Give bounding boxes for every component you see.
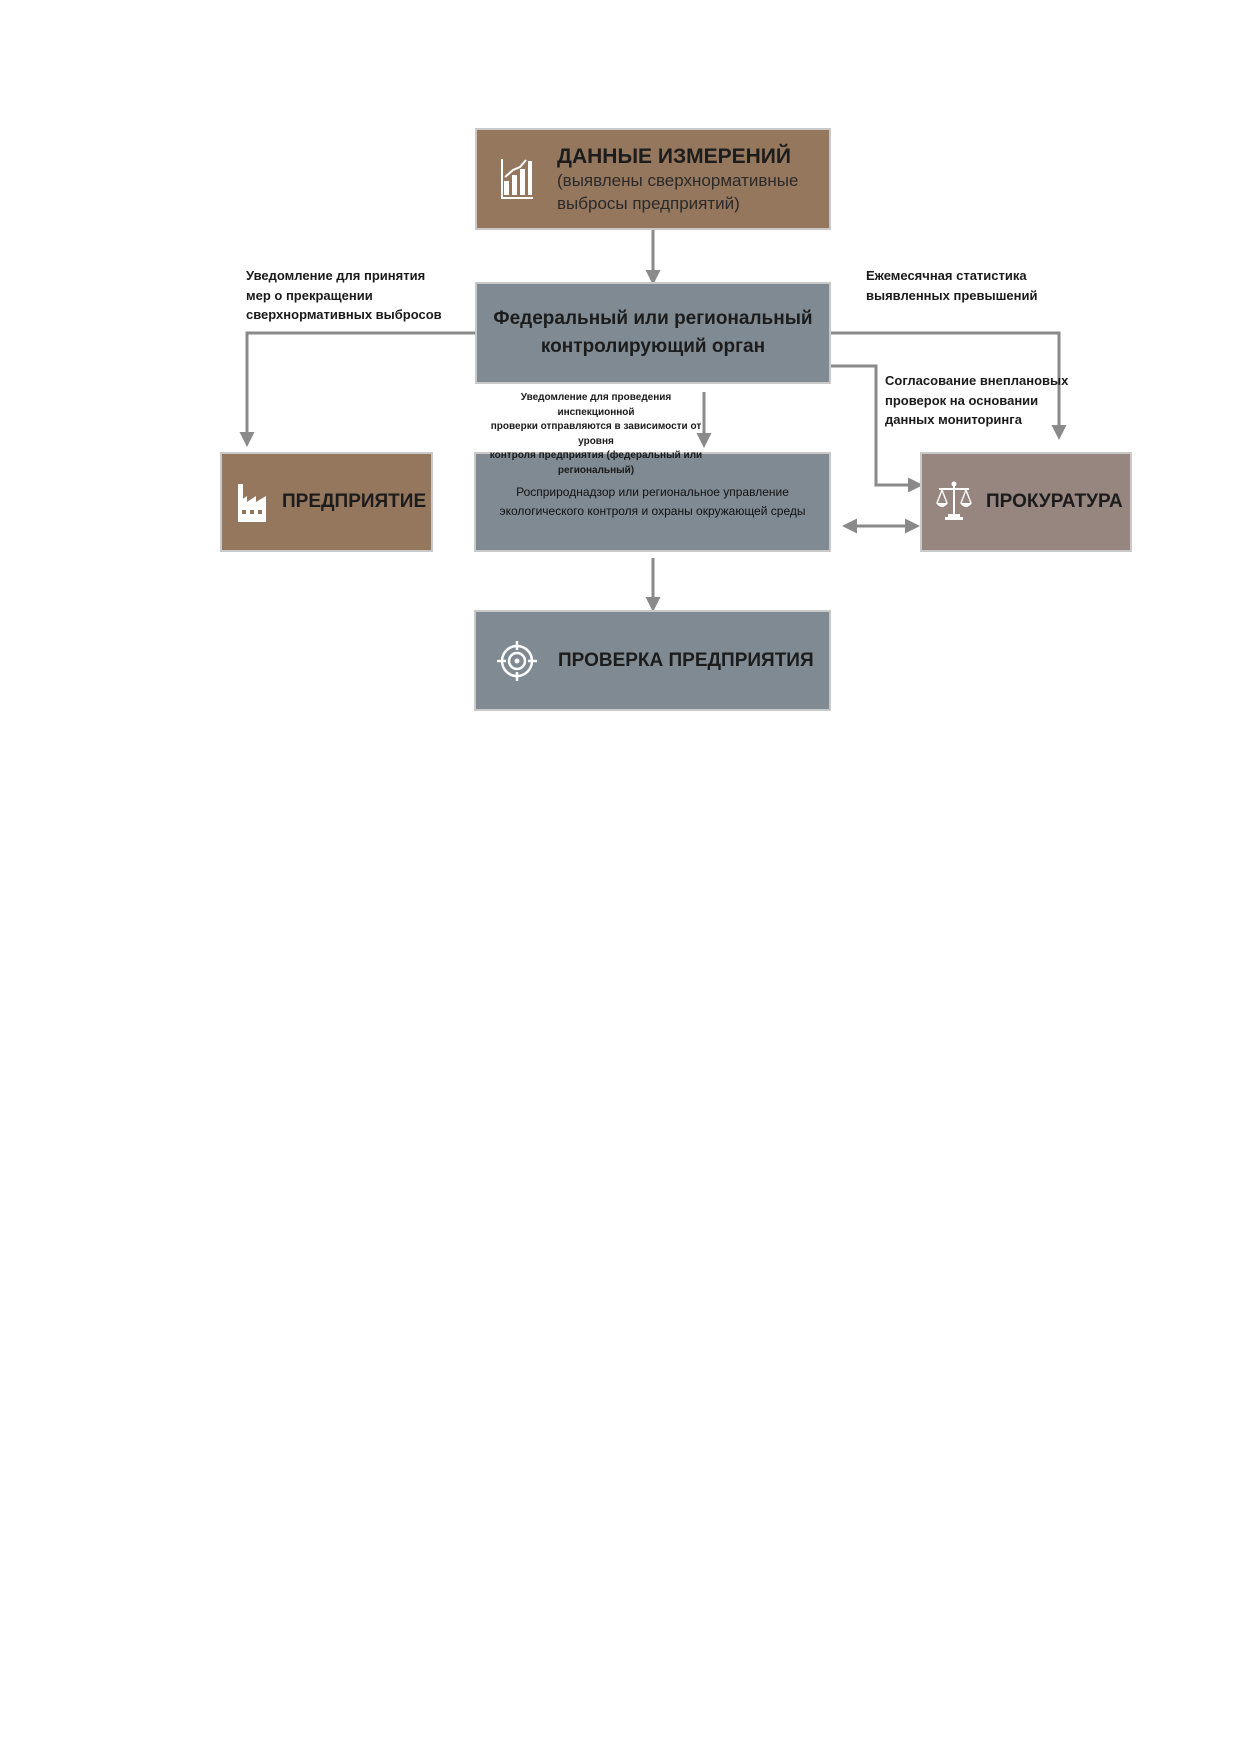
note-approval-line-3: данных мониторинга <box>885 412 1022 427</box>
measurement-data-title: ДАННЫЕ ИЗМЕРЕНИЙ <box>557 144 791 168</box>
note-center-line-1: Уведомление для проведения инспекционной <box>520 392 672 418</box>
note-center-line-4: региональный) <box>557 464 635 476</box>
note-right-statistics: Ежемесячная статистика выявленных превыш… <box>866 266 1037 305</box>
measurement-data-subtitle-1: (выявлены сверхнормативные <box>557 171 799 191</box>
rosprirodnadzor-label-1: Росприроднадзор или региональное управле… <box>516 484 789 499</box>
note-right-line-2: выявленных превышений <box>866 287 1038 303</box>
note-right-line-1: Ежемесячная статистика <box>866 268 1027 283</box>
arrow-body-to-prosecutor-stats <box>830 331 1067 440</box>
measurement-data-subtitle-2: выбросы предприятий) <box>557 193 740 213</box>
note-center-line-2: проверки отправляются в зависимости от у… <box>490 421 702 447</box>
rosprirodnadzor-box: Росприроднадзор или региональное управле… <box>474 452 831 552</box>
note-left-line-2: мер о прекращении <box>246 287 373 303</box>
control-body-label-1: Федеральный или региональный <box>493 307 813 329</box>
measurement-data-box: ДАННЫЕ ИЗМЕРЕНИЙ (выявлены сверхнорматив… <box>475 128 831 230</box>
note-left-notification: Уведомление для принятия мер о прекращен… <box>246 266 442 325</box>
control-body-box: Федеральный или региональный контролирую… <box>475 282 831 384</box>
inspection-box: ПРОВЕРКА ПРЕДПРИЯТИЯ <box>474 610 831 711</box>
control-body-label-2: контролирующий орган <box>540 336 766 357</box>
arrow-body-to-enterprise <box>239 331 475 447</box>
note-inspection-notification: Уведомление для проведения инспекционной… <box>486 391 706 478</box>
note-left-line-3: сверхнормативных выбросов <box>246 307 442 322</box>
bar-chart-icon <box>477 130 557 228</box>
prosecutor-box: ПРОКУРАТУРА <box>920 452 1132 552</box>
note-center-line-3: контроля предприятия (федеральный или <box>489 450 703 461</box>
note-left-line-1: Уведомление для принятия <box>246 268 426 283</box>
prosecutor-label: ПРОКУРАТУРА <box>986 491 1123 512</box>
scales-icon <box>922 454 986 550</box>
rosprirodnadzor-label-2: экологического контроля и охраны окружаю… <box>499 504 806 518</box>
note-approval-line-1: Согласование внеплановых <box>885 373 1069 388</box>
factory-icon <box>222 454 282 550</box>
enterprise-box: ПРЕДПРИЯТИЕ <box>220 452 433 552</box>
target-icon <box>476 612 558 709</box>
note-approval-line-2: проверок на основании <box>885 392 1039 408</box>
arrow-body-to-prosecutor-approval <box>830 364 923 493</box>
enterprise-label: ПРЕДПРИЯТИЕ <box>282 491 427 512</box>
inspection-label: ПРОВЕРКА ПРЕДПРИЯТИЯ <box>558 649 814 671</box>
note-approval: Согласование внеплановых проверок на осн… <box>885 371 1068 430</box>
